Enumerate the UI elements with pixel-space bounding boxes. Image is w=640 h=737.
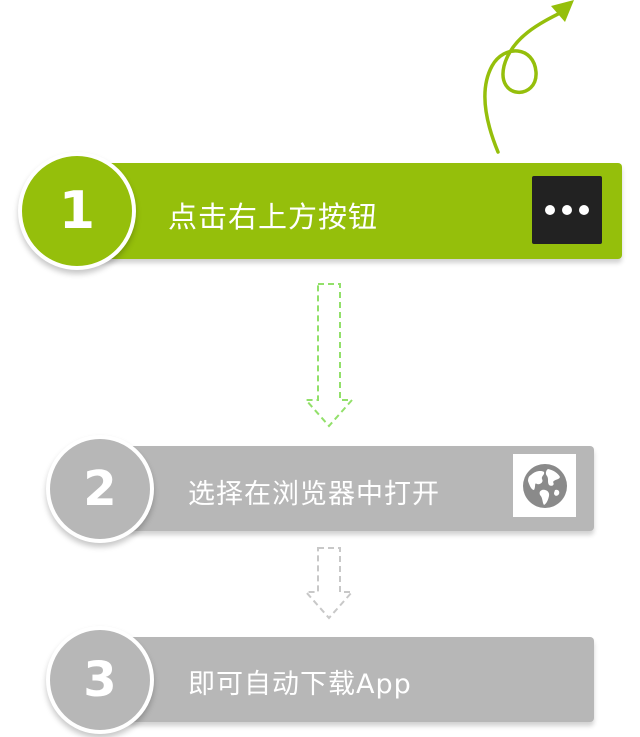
dashed-down-arrow-icon (304, 547, 354, 620)
curly-arrow-icon (483, 0, 574, 154)
browser-button[interactable] (513, 454, 576, 517)
more-button[interactable] (532, 176, 602, 244)
step-1-text: 点击右上方按钮 (168, 200, 379, 234)
more-dots-icon (545, 205, 555, 215)
step-1-number: 1 (18, 152, 136, 270)
more-dots-icon (579, 205, 589, 215)
globe-icon (522, 463, 567, 508)
step-3-bar (128, 637, 594, 722)
step-2-number: 2 (46, 435, 154, 543)
dashed-down-arrow-icon (304, 283, 354, 428)
step-3-number: 3 (46, 626, 154, 734)
step-3-text: 即可自动下载App (188, 669, 412, 700)
more-dots-icon (562, 205, 572, 215)
step-2-text: 选择在浏览器中打开 (188, 479, 440, 510)
